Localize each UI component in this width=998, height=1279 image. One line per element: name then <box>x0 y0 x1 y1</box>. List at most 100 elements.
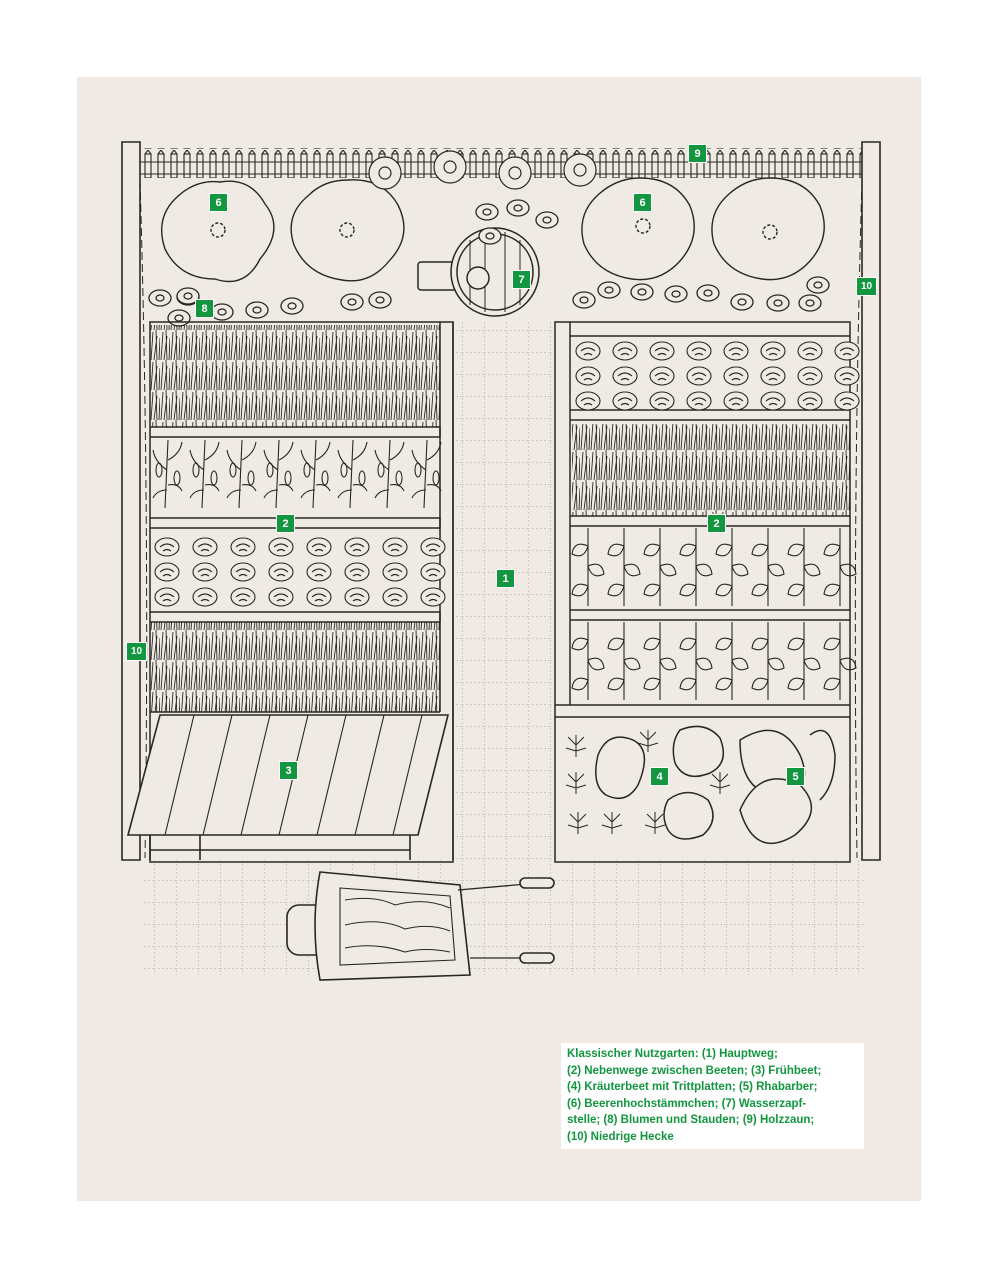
flower <box>798 294 822 312</box>
bean-plant <box>679 528 713 606</box>
flower <box>766 294 790 312</box>
lettuce-head <box>612 341 638 361</box>
lettuce-bed-right <box>575 341 860 411</box>
pepper-plants <box>152 439 442 509</box>
bean-plant <box>679 622 713 700</box>
pepper-plant <box>300 439 331 509</box>
herb-plant <box>644 812 666 834</box>
flower <box>368 291 392 309</box>
lettuce-head <box>154 562 180 582</box>
bean-plants <box>571 528 857 700</box>
caption-line: (6) Beerenhochstämmchen; (7) Wasserzapf- <box>567 1097 807 1110</box>
lettuce-head <box>344 537 370 557</box>
flower <box>696 284 720 302</box>
bean-plant <box>643 622 677 700</box>
marker-hedge-right: 10 <box>856 277 877 296</box>
marker-berry-tree-left: 6 <box>209 193 228 212</box>
sunflowers <box>368 150 597 190</box>
bean-plant <box>715 528 749 606</box>
lettuce-head <box>834 391 860 411</box>
lettuce-head <box>192 562 218 582</box>
bean-plant <box>751 528 785 606</box>
lettuce-head <box>686 391 712 411</box>
bean-plant <box>787 622 821 700</box>
lettuce-head <box>649 366 675 386</box>
lettuce-head <box>575 366 601 386</box>
herb-plant <box>565 772 587 794</box>
lettuce-head <box>268 587 294 607</box>
herb-plant <box>637 730 659 752</box>
lettuce-head <box>649 391 675 411</box>
marker-side-path-left: 2 <box>276 514 295 533</box>
marker-hedge-left: 10 <box>126 642 147 661</box>
lettuce-head <box>154 587 180 607</box>
flower <box>806 276 830 294</box>
bean-plant <box>643 528 677 606</box>
caption-line: (10) Niedrige Hecke <box>567 1130 674 1143</box>
caption-line: Klassischer Nutzgarten: (1) Hauptweg; <box>567 1048 778 1060</box>
lettuce-head <box>306 587 332 607</box>
lettuce-head <box>760 391 786 411</box>
lettuce-head <box>760 366 786 386</box>
lettuce-head <box>760 341 786 361</box>
lettuce-head <box>230 587 256 607</box>
bean-plant <box>787 528 821 606</box>
bean-plant <box>823 622 857 700</box>
right-hedge <box>861 141 881 861</box>
flower <box>664 285 688 303</box>
flower <box>506 199 530 217</box>
lettuce-head <box>230 562 256 582</box>
lettuce-head <box>797 391 823 411</box>
lettuce-head <box>834 341 860 361</box>
berry-trees <box>161 177 825 283</box>
lettuce-head <box>686 366 712 386</box>
lettuce-head <box>834 366 860 386</box>
lettuce-head <box>420 587 446 607</box>
right-beds <box>554 321 851 863</box>
lettuce-head <box>797 341 823 361</box>
left-hedge <box>121 141 141 861</box>
flower <box>148 289 172 307</box>
pepper-plant <box>152 439 183 509</box>
lettuce-head <box>420 537 446 557</box>
herb-plant <box>565 735 587 757</box>
wheelbarrow <box>286 871 555 981</box>
caption-line: (4) Kräuterbeet mit Trittplatten; (5) Rh… <box>567 1081 818 1093</box>
bean-plant <box>571 622 605 700</box>
pepper-plant <box>374 439 405 509</box>
flower <box>535 211 559 229</box>
marker-rhubarb: 5 <box>786 767 805 786</box>
lettuce-head <box>268 537 294 557</box>
legend-caption: Klassischer Nutzgarten: (1) Hauptweg; (2… <box>561 1043 864 1149</box>
flower <box>730 293 754 311</box>
lettuce-head <box>306 562 332 582</box>
lettuce-head <box>344 587 370 607</box>
pepper-plant <box>263 439 294 509</box>
bean-plant <box>751 622 785 700</box>
lettuce-head <box>797 366 823 386</box>
herbs <box>565 730 731 834</box>
marker-main-path: 1 <box>496 569 515 588</box>
lettuce-head <box>723 366 749 386</box>
water-tap-barrel <box>417 227 540 317</box>
front-grid-area <box>142 860 864 975</box>
lettuce-head <box>575 391 601 411</box>
bean-plant <box>715 622 749 700</box>
bean-plant <box>823 528 857 606</box>
left-beds <box>149 321 454 863</box>
bean-plant <box>607 622 641 700</box>
marker-cold-frame: 3 <box>279 761 298 780</box>
lettuce-head <box>612 391 638 411</box>
lettuce-head <box>192 587 218 607</box>
lettuce-head <box>649 341 675 361</box>
bean-plant <box>607 528 641 606</box>
lettuce-head <box>382 562 408 582</box>
lettuce-head <box>268 562 294 582</box>
flower <box>167 309 191 327</box>
marker-flowers: 8 <box>195 299 214 318</box>
flower <box>210 303 234 321</box>
lettuce-head <box>154 537 180 557</box>
flower <box>245 301 269 319</box>
bean-plant <box>571 528 605 606</box>
